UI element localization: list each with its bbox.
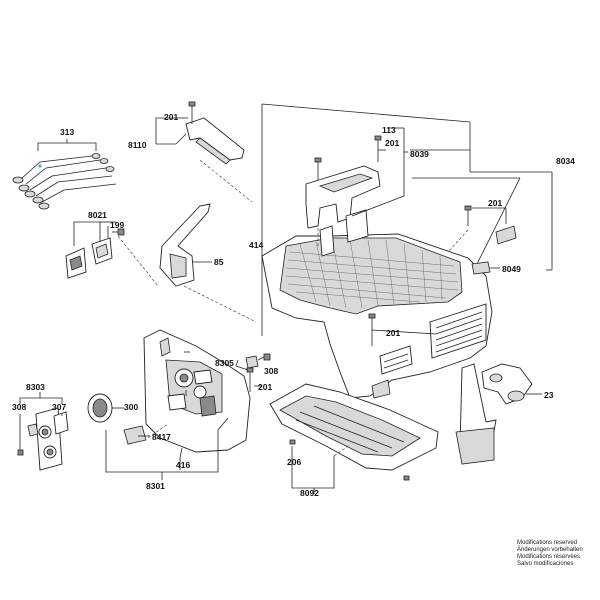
label-8021: 8021 <box>88 210 107 220</box>
label-8034: 8034 <box>556 156 575 166</box>
label-308-a: 308 <box>264 366 278 376</box>
label-307: 307 <box>52 402 66 412</box>
carry-handle-8039 <box>305 127 408 257</box>
side-handle-8110 <box>155 101 253 203</box>
label-8301: 8301 <box>146 481 165 491</box>
part-labels: 313 201 8110 8021 199 85 414 113 201 803… <box>12 112 575 498</box>
label-308-b: 308 <box>12 402 26 412</box>
label-23: 23 <box>544 390 554 400</box>
label-300: 300 <box>124 402 138 412</box>
label-8110: 8110 <box>128 140 147 150</box>
switch-assembly-8021 <box>65 221 159 287</box>
cable-set-313 <box>12 139 117 210</box>
label-414: 414 <box>249 240 263 250</box>
label-8039: 8039 <box>410 149 429 159</box>
label-8303: 8303 <box>26 382 45 392</box>
base-tray-8092 <box>269 383 439 494</box>
label-201-b: 201 <box>385 138 399 148</box>
label-85: 85 <box>214 257 224 267</box>
label-199: 199 <box>110 220 124 230</box>
label-206: 206 <box>287 457 301 467</box>
label-113: 113 <box>382 125 396 135</box>
label-8305: 8305 <box>215 358 234 368</box>
label-8049: 8049 <box>502 264 521 274</box>
upper-housing-8034 <box>261 233 493 399</box>
label-201-a: 201 <box>164 112 178 122</box>
label-416: 416 <box>176 460 190 470</box>
note-line-2: Änderungen vorbehalten <box>517 547 583 553</box>
hose-bracket-23 <box>455 363 542 465</box>
note-line-3: Modifications réservées <box>517 554 581 560</box>
front-panel-8301 <box>143 329 251 453</box>
label-201-e: 201 <box>258 382 272 392</box>
label-8417: 8417 <box>152 432 171 442</box>
note-line-4: Salvo modificaciones <box>517 561 574 567</box>
label-201-d: 201 <box>386 328 400 338</box>
clip-8049 <box>447 205 517 275</box>
screw-set-8305 <box>235 353 271 392</box>
note-line-1: Modifications reserved <box>517 540 578 546</box>
label-201-c: 201 <box>488 198 502 208</box>
hose-holder-85 <box>159 203 257 323</box>
filter-frame-8303 <box>17 392 69 471</box>
label-313: 313 <box>60 127 74 137</box>
label-8092: 8092 <box>300 488 319 498</box>
filter-cap-300 <box>87 393 169 445</box>
